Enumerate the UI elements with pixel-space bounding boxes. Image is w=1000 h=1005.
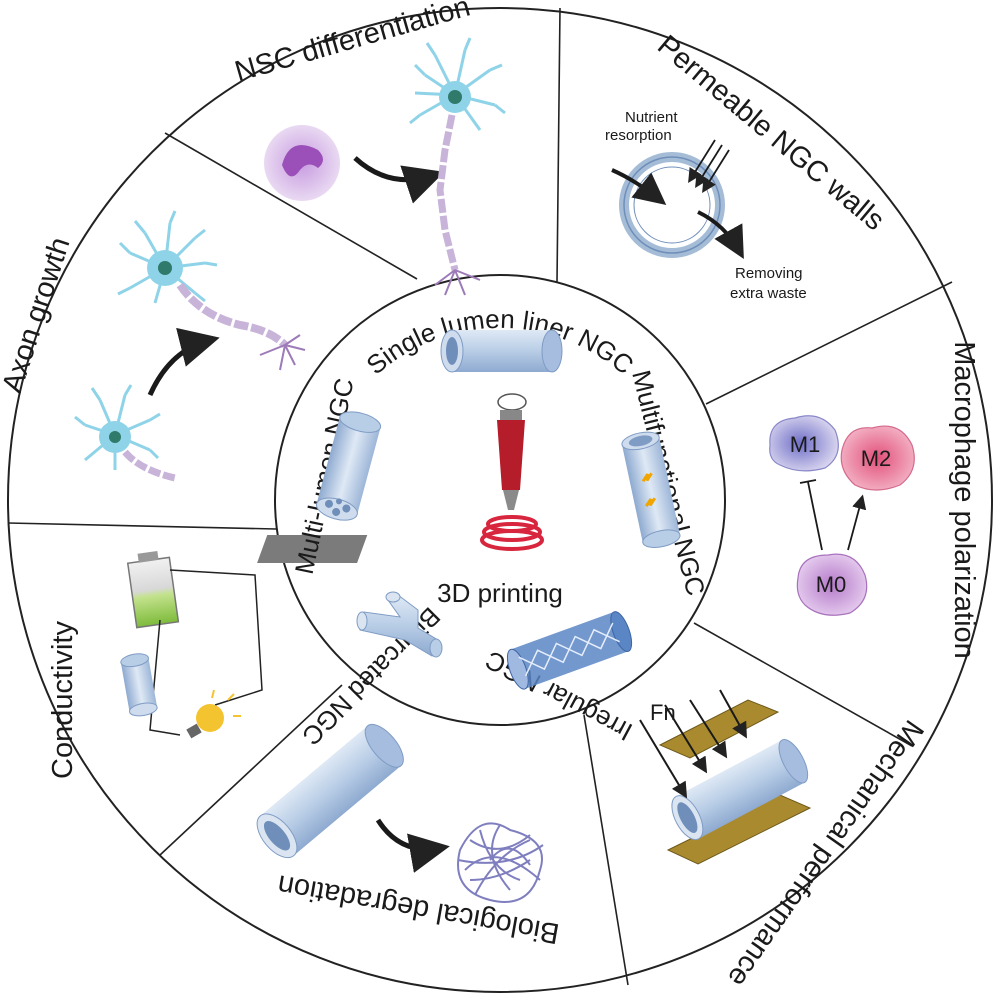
m0-macrophage-icon: M0 [796, 553, 868, 616]
differentiated-neuron-icon [409, 37, 506, 296]
nutrient-line1: Nutrient [625, 109, 678, 126]
nutrient-line2: resorption [605, 127, 672, 144]
single-lumen-tube-icon [440, 329, 563, 373]
stem-cell-icon [264, 125, 340, 201]
battery-icon [126, 550, 180, 629]
multi-lumen-tube-icon [315, 411, 382, 521]
center-label: 3D printing [437, 578, 563, 608]
permeation-arrows-icon [688, 139, 730, 194]
force-arrows-icon [639, 689, 747, 799]
segment-dividers [7, 7, 953, 986]
macrophage-polarization-label: Macrophage polarization [948, 341, 980, 659]
degradable-tube-icon [256, 723, 404, 859]
svg-text:M0: M0 [816, 572, 847, 597]
circuit-wire [149, 569, 263, 736]
degradation-arrow-icon [375, 818, 450, 873]
mature-neuron-icon [117, 210, 306, 371]
svg-text:M2: M2 [861, 446, 892, 471]
waste-arrow-icon [697, 210, 744, 259]
m2-macrophage-icon: M2 [840, 425, 915, 491]
waste-line1: Removing [735, 265, 803, 282]
polarization-arrows-icon [799, 479, 867, 551]
growth-arrow-icon [147, 327, 220, 397]
conductivity-label: Conductivity [47, 621, 79, 779]
lightbulb-icon [186, 689, 241, 739]
differentiation-arrow-icon [353, 156, 445, 204]
irregular-stent-icon [506, 611, 633, 690]
svg-text:M1: M1 [790, 432, 821, 457]
force-label: Fn [650, 700, 676, 725]
nutrient-arrow-icon [611, 168, 667, 205]
printer-nozzle-icon [257, 393, 544, 563]
multifunctional-tube-icon [621, 431, 681, 548]
young-neuron-icon [74, 384, 176, 482]
bifurcated-tube-icon [356, 591, 443, 658]
circuit-tube-icon [120, 653, 158, 717]
m1-macrophage-icon: M1 [769, 415, 839, 472]
fiber-mesh-icon [457, 822, 544, 903]
permeable-ring-icon [619, 152, 725, 258]
waste-line2: extra waste [730, 285, 807, 302]
